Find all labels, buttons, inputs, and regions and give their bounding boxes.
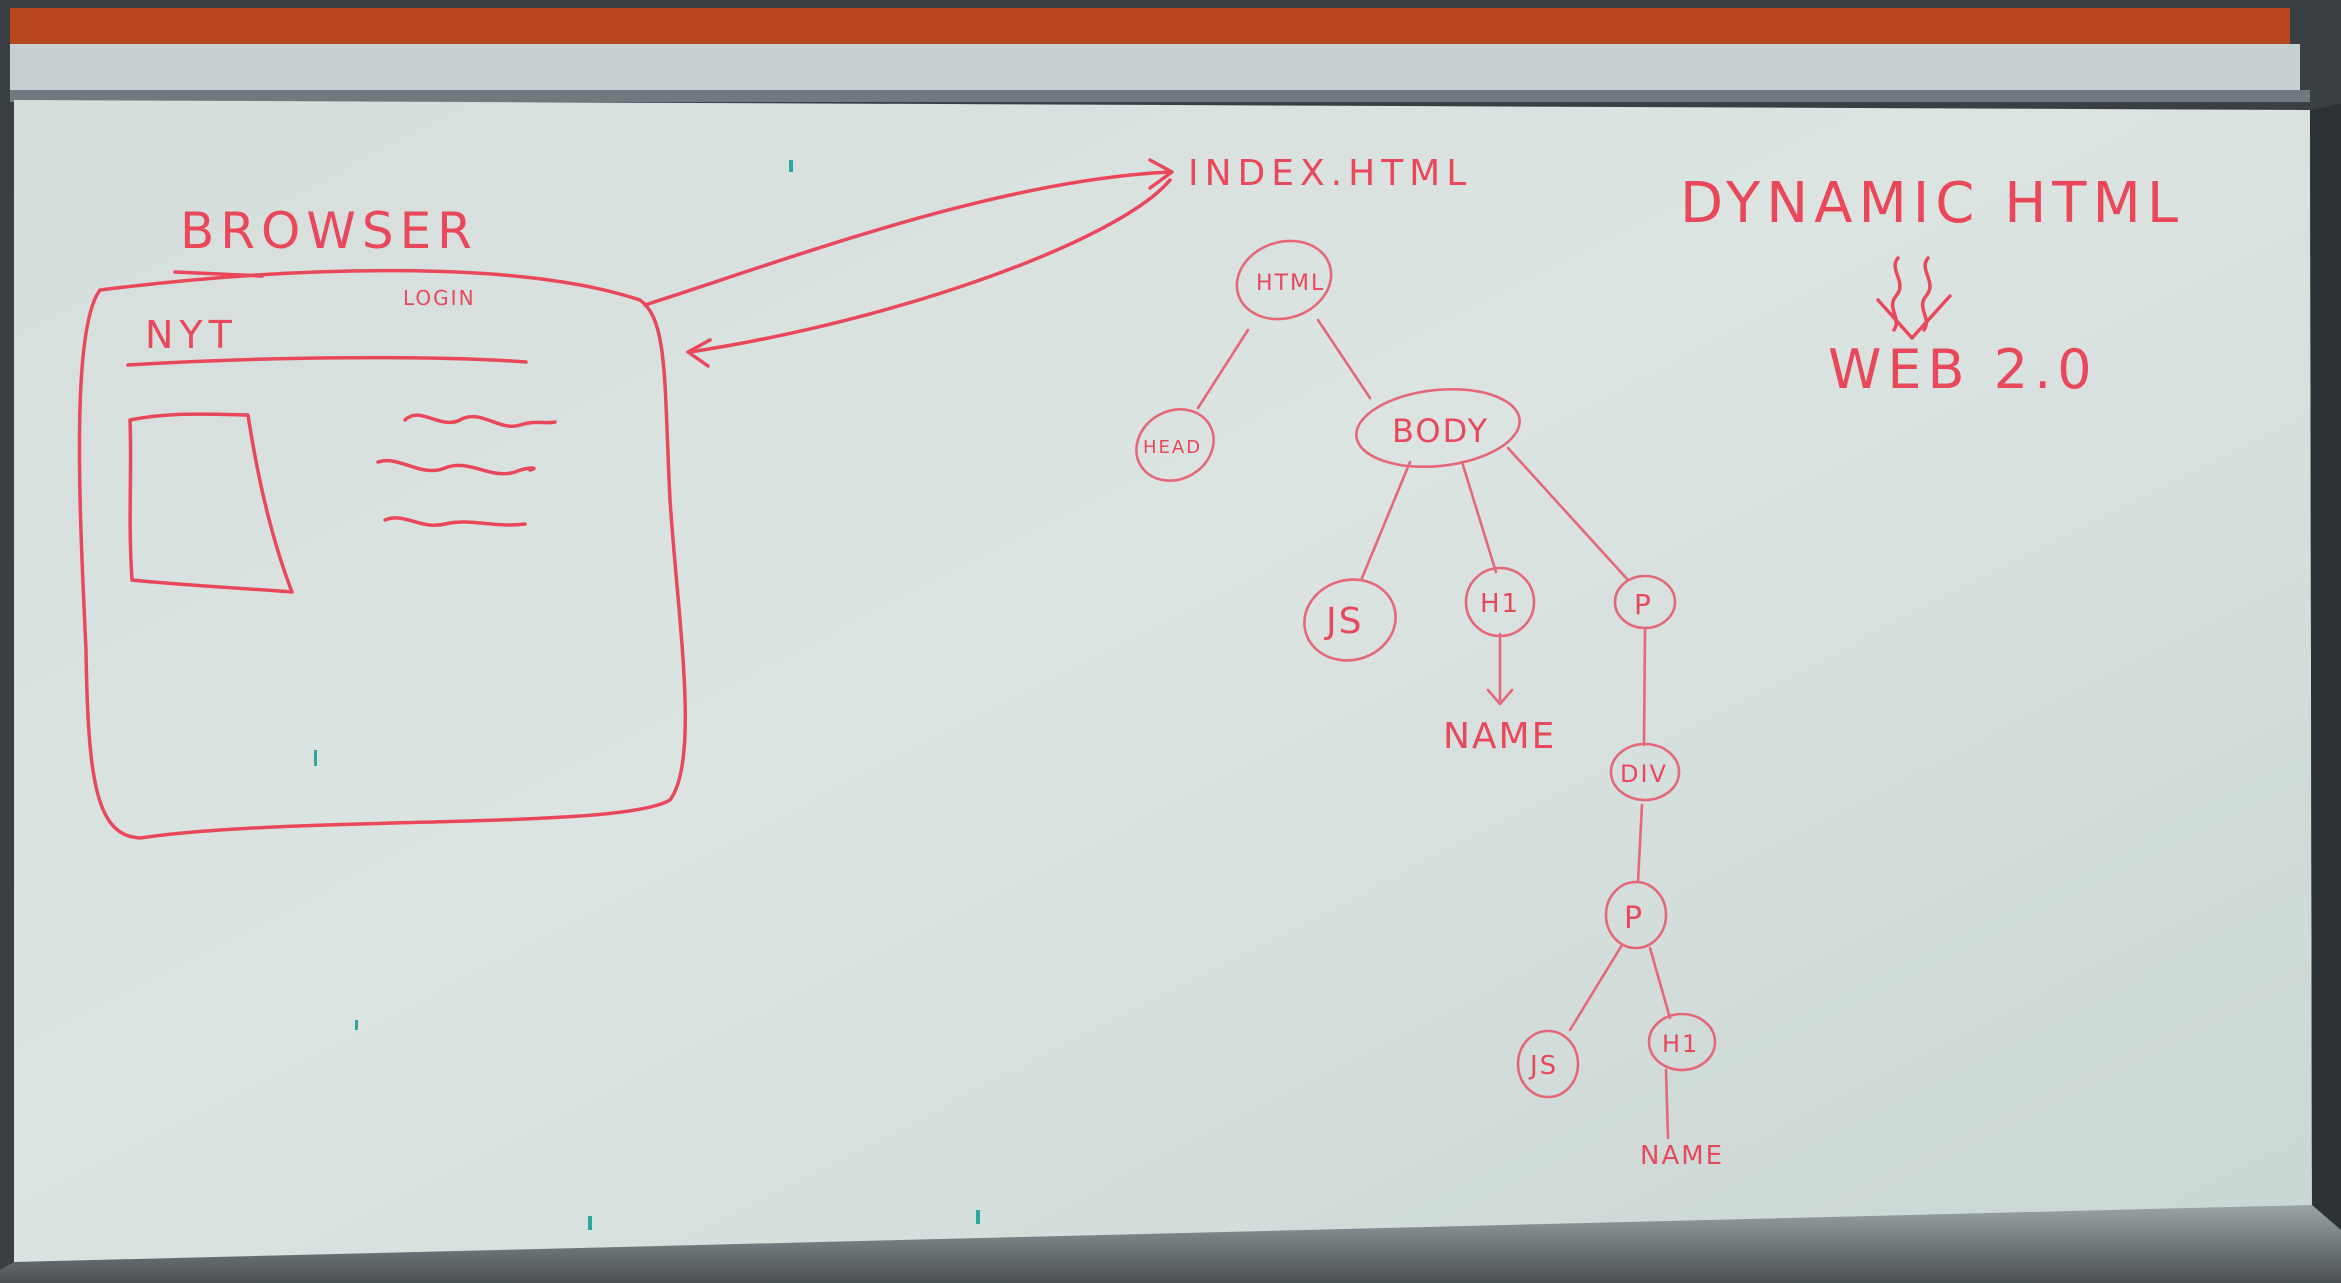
request-response-arrows	[643, 158, 1174, 368]
dom-node-p-1	[1613, 574, 1677, 630]
whiteboard-surface	[14, 100, 2312, 1270]
dom-node-head-label: HEAD	[1143, 437, 1202, 458]
dom-node-head	[1135, 408, 1215, 482]
dynamic-html-title: DYNAMIC HTML	[1680, 171, 2184, 236]
dom-node-div	[1609, 742, 1681, 802]
marker-specks	[314, 160, 980, 1230]
web-2-0-label: WEB 2.0	[1828, 338, 2098, 401]
dom-node-html	[1235, 239, 1333, 321]
dom-node-body-label: BODY	[1392, 412, 1489, 450]
dom-node-js-1-label: JS	[1324, 601, 1363, 642]
dom-node-p-2	[1604, 880, 1668, 950]
dom-node-js-2	[1516, 1029, 1580, 1099]
dom-node-h1-2	[1647, 1012, 1717, 1072]
dom-node-h1-1-label: H1	[1480, 589, 1520, 619]
dom-node-h1-1	[1464, 566, 1536, 638]
browser-text-squiggle-1	[403, 413, 557, 429]
dom-node-div-label: DIV	[1620, 760, 1668, 788]
browser-image-box	[128, 412, 294, 594]
dom-node-h1-2-label: H1	[1662, 1030, 1699, 1058]
dom-node-html-label: HTML	[1256, 271, 1325, 296]
board-top-rail	[10, 8, 2290, 44]
dom-node-js-2-label: JS	[1528, 1051, 1558, 1081]
dom-node-p-1-label: P	[1634, 588, 1653, 621]
dom-node-body	[1355, 387, 1521, 469]
dynamic-html-concept: DYNAMIC HTML WEB 2.0	[1680, 171, 2184, 401]
browser-title: BROWSER	[180, 202, 478, 260]
browser-text-squiggle-2	[376, 458, 536, 476]
dom-tree: INDEX.HTML HTML HEAD BODY JS H1 NAME P D…	[1135, 153, 1724, 1171]
browser-sketch: BROWSER NYT LOGIN	[77, 202, 688, 840]
browser-nav-bar-line	[126, 355, 528, 367]
browser-login-label: LOGIN	[403, 286, 476, 310]
browser-tab-label: NYT	[145, 313, 238, 357]
dom-leaf-name-1: NAME	[1443, 716, 1556, 757]
browser-text-squiggle-3	[383, 516, 527, 527]
dom-node-p-2-label: P	[1624, 901, 1644, 936]
dom-node-js-1	[1303, 578, 1397, 662]
dom-leaf-name-2: NAME	[1640, 1141, 1724, 1171]
marker-tray	[0, 1205, 2341, 1283]
index-html-label: INDEX.HTML	[1188, 153, 1472, 194]
browser-window-outline	[77, 268, 688, 840]
